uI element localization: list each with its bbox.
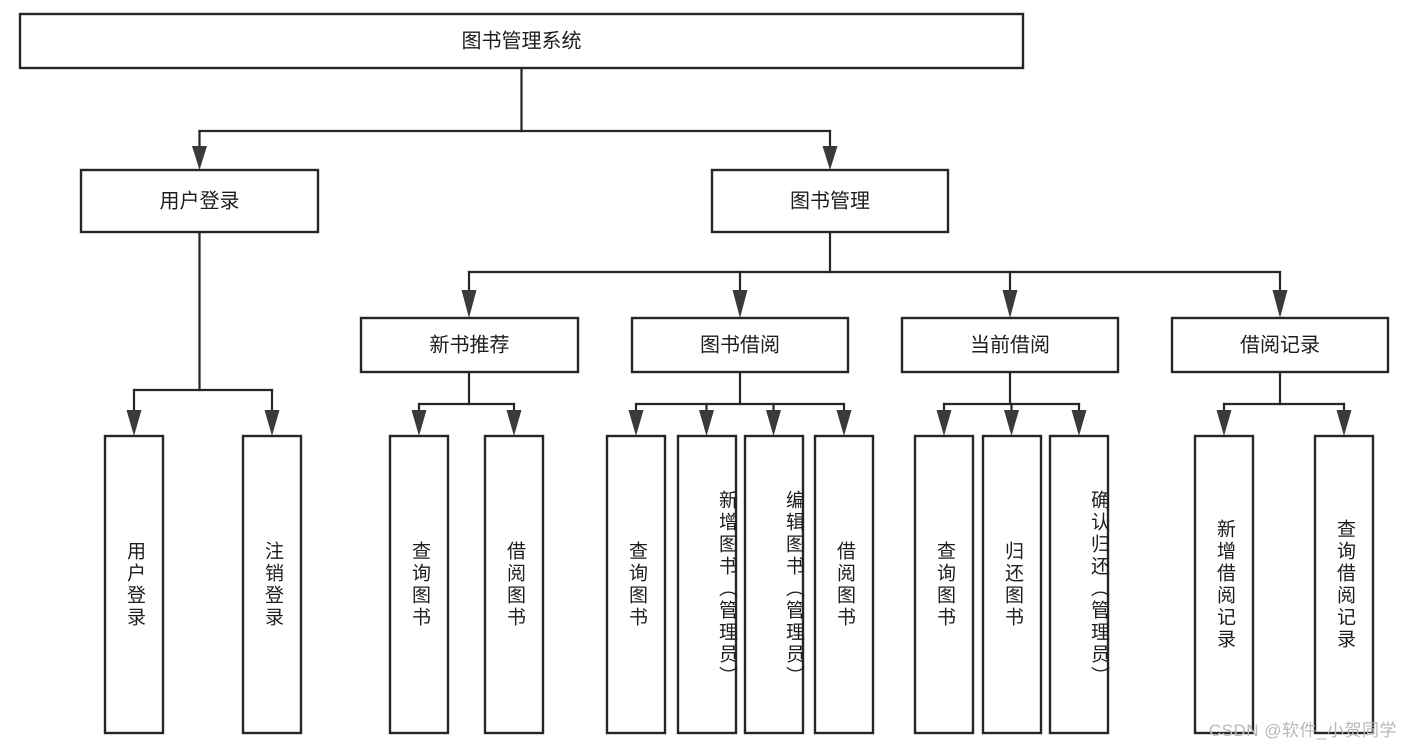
node-book-manage-label: 图书管理 xyxy=(790,189,870,212)
connector-group-newbook xyxy=(411,370,522,436)
arrow-icon-nb-query xyxy=(411,410,427,436)
leaf-box-logout[interactable] xyxy=(241,434,303,735)
leaf-box-cb-query-book[interactable] xyxy=(913,434,975,735)
leaf-box-rec-add-record[interactable] xyxy=(1193,434,1255,735)
node-book-borrow-box[interactable] xyxy=(630,316,850,374)
leaf-box-bw-add-book[interactable] xyxy=(676,434,738,735)
node-user-login-label: 用户登录 xyxy=(160,189,240,212)
arrow-icon-rec-add xyxy=(1216,410,1232,436)
arrow-icon-bw-query xyxy=(628,410,644,436)
node-book-borrow[interactable]: 图书借阅 xyxy=(630,316,850,374)
arrow-icon-cb-return xyxy=(1004,410,1019,436)
node-new-book-recommend-box[interactable] xyxy=(359,316,580,374)
node-current-borrow-label: 当前借阅 xyxy=(970,333,1050,356)
node-user-login-box[interactable] xyxy=(79,168,320,234)
arrow-icon-current xyxy=(1002,290,1018,318)
arrow-icon-borrow xyxy=(732,290,748,318)
node-borrow-record[interactable]: 借阅记录 xyxy=(1170,316,1390,374)
node-new-book-recommend-label: 新书推荐 xyxy=(430,333,510,356)
node-root[interactable]: 图书管理系统 xyxy=(18,12,1025,70)
arrow-icon-leaf-user-login xyxy=(126,410,142,436)
leaf-box-cb-confirm-return[interactable] xyxy=(1048,434,1110,735)
connector-group-book-manage xyxy=(461,230,1288,318)
connector-group-current xyxy=(936,370,1087,436)
node-borrow-record-label: 借阅记录 xyxy=(1240,333,1320,356)
arrow-icon-newbook xyxy=(461,290,477,318)
arrow-icon-bw-edit xyxy=(766,410,781,436)
leaf-box-nb-borrow-book[interactable] xyxy=(483,434,545,735)
leaf-box-bw-edit-book[interactable] xyxy=(743,434,805,735)
arrow-icon-rec-query xyxy=(1336,410,1352,436)
node-new-book-recommend[interactable]: 新书推荐 xyxy=(359,316,580,374)
node-root-box[interactable] xyxy=(18,12,1025,70)
node-book-borrow-label: 图书借阅 xyxy=(700,333,780,356)
arrow-icon-leaf-logout xyxy=(264,410,280,436)
arrow-icon-book-manage xyxy=(822,146,838,170)
connector-group-record xyxy=(1216,370,1352,436)
arrow-icon-user-login xyxy=(192,146,207,170)
arrow-icon-bw-add xyxy=(699,410,714,436)
leaf-box-bw-query-book[interactable] xyxy=(605,434,667,735)
node-user-login[interactable]: 用户登录 xyxy=(79,168,320,234)
watermark-text: CSDN @软件_小贺同学 xyxy=(1208,721,1397,740)
arrow-icon-record xyxy=(1272,290,1288,318)
leaf-box-nb-query-book[interactable] xyxy=(388,434,450,735)
leaf-box-rec-query-record[interactable] xyxy=(1313,434,1375,735)
leaf-box-bw-borrow-book[interactable] xyxy=(813,434,875,735)
node-book-manage[interactable]: 图书管理 xyxy=(710,168,950,234)
arrow-icon-cb-confirm xyxy=(1071,410,1087,436)
node-current-borrow-box[interactable] xyxy=(900,316,1120,374)
node-book-manage-box[interactable] xyxy=(710,168,950,234)
arrow-icon-cb-query xyxy=(936,410,952,436)
connector-group-borrow xyxy=(628,370,852,436)
leaf-box-user-login[interactable] xyxy=(103,434,165,735)
arrow-icon-bw-borrow xyxy=(836,410,852,436)
connector-group-user-login xyxy=(126,230,280,436)
node-current-borrow[interactable]: 当前借阅 xyxy=(900,316,1120,374)
node-root-label: 图书管理系统 xyxy=(462,29,582,52)
connector-group-root xyxy=(192,66,838,170)
node-borrow-record-box[interactable] xyxy=(1170,316,1390,374)
arrow-icon-nb-borrow xyxy=(506,410,522,436)
leaf-box-cb-return-book[interactable] xyxy=(981,434,1043,735)
